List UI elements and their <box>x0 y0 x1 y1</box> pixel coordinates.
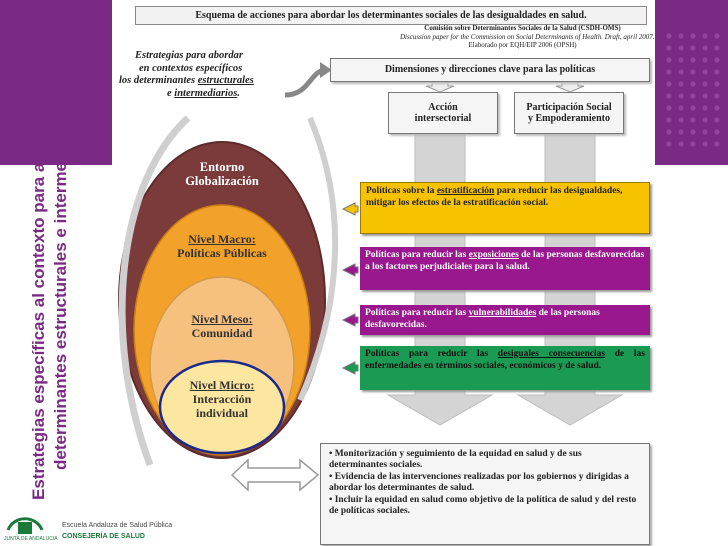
micro-subtitle-2: individual <box>195 406 249 420</box>
policy-1-post: para reducir las desigualdades, mitigar … <box>366 186 623 208</box>
policy-3-pre: Políticas para reducir las <box>365 308 469 318</box>
globalizacion-label: Globalización <box>185 174 259 188</box>
footer-org-name: Escuela Andaluza de Salud Pública <box>62 522 173 529</box>
side-bracket-arrow-right <box>297 116 339 402</box>
micro-subtitle-1: Interacción <box>192 392 252 406</box>
decorative-band-left <box>0 0 120 165</box>
strategy-intermediary: intermediarios <box>174 87 238 99</box>
policy-exposures: Políticas para reducir las exposiciones … <box>360 247 650 290</box>
level-meso: Nivel Meso: Comunidad <box>162 312 282 340</box>
connector-arrow <box>284 67 327 98</box>
policy-3-keyword: vulnerabilidades <box>468 308 537 318</box>
arrow-p2 <box>341 263 359 277</box>
strategy-line-4-pre: e <box>167 87 175 99</box>
bullet-1: • Monitorización y seguimiento de la equ… <box>329 449 582 470</box>
policy-vulnerabilities: Políticas para reducir las vulnerabilida… <box>360 305 650 335</box>
macro-title: Nivel Macro: <box>188 232 256 246</box>
entorno-label: Entorno <box>199 160 245 174</box>
footer-consejeria-wrap: CONSEJERÍA DE SALUD <box>62 531 172 542</box>
policy-4-keyword: desiguales consecuencias <box>497 349 606 359</box>
credits-line-1: Comisión sobre Determinantes Sociales de… <box>424 24 621 32</box>
policy-consequences: Políticas para reducir las desiguales co… <box>360 346 650 390</box>
policy-1-keyword: estratificación <box>436 186 495 196</box>
strategy-line-1: Estrategias para abordar <box>135 50 243 61</box>
junta-logo <box>6 517 44 534</box>
strategy-text: Estrategias para abordar en contextos es… <box>115 50 315 100</box>
bullet-2: • Evidencia de las intervenciones realiz… <box>329 472 629 493</box>
micro-title: Nivel Micro: <box>189 378 255 392</box>
policy-3-post: de las personas desfavorecidas. <box>365 308 600 330</box>
arrow-p4 <box>341 361 359 375</box>
strategy-line-3-pre: los determinantes <box>119 75 198 86</box>
credits-line-3: Elaborado por EQH/EIP 2006 (OPSH) <box>468 41 577 49</box>
bullet-3: • Incluir la equidad en salud como objet… <box>329 495 637 516</box>
strategy-line-2: en contextos específicos <box>139 62 243 74</box>
policy-stratification: Políticas sobre la estratificación para … <box>360 182 650 234</box>
side-bracket-arrow <box>118 115 191 467</box>
strategy-line-3: los determinantes estructurales <box>115 75 315 88</box>
meso-subtitle: Comunidad <box>191 326 253 340</box>
diagram-header: Esquema de acciones para abordar los det… <box>135 6 647 25</box>
macro-subtitle: Políticas Públicas <box>177 246 267 260</box>
policy-2-post: de las personas desfavorecidas a los fac… <box>365 250 645 272</box>
participation-label: Participación Social y Empoderamiento <box>526 102 612 124</box>
monitoring-box: • Monitorización y seguimiento de la equ… <box>320 443 650 545</box>
intersectoral-label: Acción intersectorial <box>414 102 472 124</box>
credits: Comisión sobre Determinantes Sociales de… <box>400 24 655 50</box>
policy-2-keyword: exposiciones <box>468 250 519 260</box>
strategy-structural: estructurales <box>197 75 254 86</box>
level-micro: Nivel Micro: Interacción individual <box>162 378 282 420</box>
footer-org: Escuela Andaluza de Salud Pública CONSEJ… <box>62 520 172 542</box>
policy-4-post: de las enfermedades en términos sociales… <box>365 349 646 371</box>
policy-4-pre: Políticas para reducir las <box>365 349 498 359</box>
strategy-line-4: e intermediarios. <box>115 88 315 101</box>
strategy-line-4-post: . <box>237 87 240 99</box>
dimensions-title: Dimensiones y direcciones clave para las… <box>330 58 650 82</box>
level-macro: Nivel Macro: Políticas Públicas <box>152 232 292 260</box>
oval-micro <box>158 359 286 455</box>
intersectoral-box: Acción intersectorial <box>388 92 498 134</box>
participation-box: Participación Social y Empoderamiento <box>514 92 624 134</box>
policy-1-pre: Políticas sobre la <box>366 186 437 196</box>
footer-consejeria: CONSEJERÍA DE SALUD <box>62 533 145 540</box>
arrow-p1 <box>341 202 359 216</box>
policy-2-pre: Políticas para reducir las <box>365 250 469 260</box>
footer-junta: JUNTA DE ANDALUCIA <box>4 536 58 542</box>
meso-title: Nivel Meso: <box>191 312 253 326</box>
arrow-p3 <box>341 313 359 327</box>
decorative-band-right <box>655 0 728 165</box>
level-entorno: Entorno Globalización <box>162 160 282 188</box>
bottom-double-arrow <box>230 458 320 492</box>
credits-line-2: Discussion paper for the Commission on S… <box>400 32 655 41</box>
